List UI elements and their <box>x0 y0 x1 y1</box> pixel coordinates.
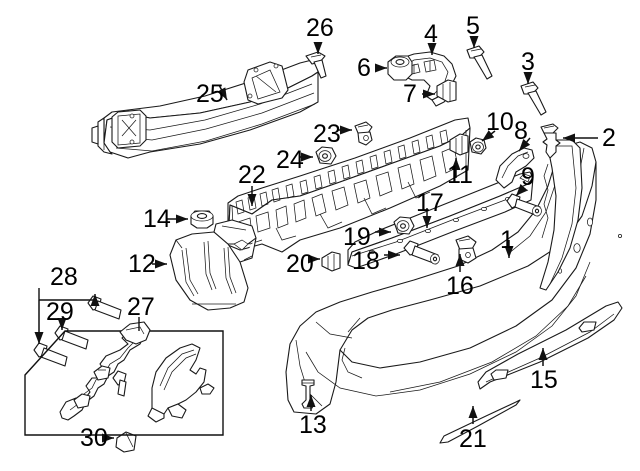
callout-number-18[interactable]: 18 <box>352 247 380 275</box>
callout-number-19[interactable]: 19 <box>343 223 371 251</box>
callout-number-15[interactable]: 15 <box>530 366 558 394</box>
inset-bolt <box>112 370 127 397</box>
callout-number-25[interactable]: 25 <box>196 80 224 108</box>
part-26-bolt <box>305 51 327 79</box>
part-8-side-bracket <box>495 147 535 189</box>
part-9-bolt <box>506 193 542 217</box>
callout-number-2[interactable]: 2 <box>602 124 616 152</box>
callout-number-26[interactable]: 26 <box>306 14 334 42</box>
callout-number-28[interactable]: 28 <box>50 263 78 291</box>
fasteners <box>33 45 561 409</box>
callout-number-16[interactable]: 16 <box>446 272 474 300</box>
leader-lines <box>34 36 598 443</box>
part-12-energy-absorber <box>169 219 257 311</box>
callout-number-7[interactable]: 7 <box>403 80 417 108</box>
callout-number-6[interactable]: 6 <box>357 54 371 82</box>
callout-number-12[interactable]: 12 <box>128 250 156 278</box>
callout-number-5[interactable]: 5 <box>466 12 480 40</box>
part-14-nut <box>190 210 214 229</box>
callout-number-23[interactable]: 23 <box>313 120 341 148</box>
part-2-push-pin <box>540 123 561 159</box>
callout-number-14[interactable]: 14 <box>143 205 171 233</box>
callout-number-10[interactable]: 10 <box>486 108 514 136</box>
part-17-upper-retainer <box>347 171 534 269</box>
callout-number-8[interactable]: 8 <box>514 117 528 145</box>
part-15-lower-molding <box>477 301 623 390</box>
callout-number-30[interactable]: 30 <box>80 424 108 452</box>
callout-number-17[interactable]: 17 <box>416 189 444 217</box>
part-1-bumper-cover <box>285 141 622 415</box>
part-5-bolt <box>466 45 493 80</box>
callout-number-9[interactable]: 9 <box>521 163 535 191</box>
part-25-impact-bar <box>91 59 319 159</box>
part-23-push-pin <box>354 121 373 146</box>
inset-detail-box-27 <box>24 321 224 436</box>
part-11-clip <box>449 133 469 156</box>
inset-mounting-bracket <box>147 343 215 423</box>
callout-number-29[interactable]: 29 <box>46 298 74 326</box>
callout-number-22[interactable]: 22 <box>238 161 266 189</box>
callout-number-24[interactable]: 24 <box>276 146 304 174</box>
callout-number-20[interactable]: 20 <box>286 250 314 278</box>
part-20-clip <box>321 251 341 272</box>
quarter-panel-fragment <box>539 139 583 291</box>
nuts <box>190 55 487 235</box>
callout-number-13[interactable]: 13 <box>299 411 327 439</box>
callout-number-11[interactable]: 11 <box>447 161 473 189</box>
part-16-grommet <box>455 235 477 264</box>
part-10-nut <box>469 137 487 155</box>
part-21-reflector-molding <box>439 399 521 444</box>
part-18-bolt <box>403 240 440 265</box>
part-3-bolt <box>520 81 547 116</box>
part-28-bolt-left <box>33 342 68 367</box>
callout-number-1[interactable]: 1 <box>500 226 514 254</box>
callout-number-3[interactable]: 3 <box>521 48 535 76</box>
part-19-nut <box>393 216 415 235</box>
part-6-nut <box>387 55 413 81</box>
callout-number-27[interactable]: 27 <box>127 293 155 321</box>
part-1-left-edge-detail <box>341 347 363 379</box>
callout-number-21[interactable]: 21 <box>459 425 487 453</box>
part-7-clip <box>436 79 457 103</box>
callout-number-4[interactable]: 4 <box>424 20 438 48</box>
inset-side-bracket <box>59 321 151 421</box>
part-24-nut <box>315 146 337 165</box>
